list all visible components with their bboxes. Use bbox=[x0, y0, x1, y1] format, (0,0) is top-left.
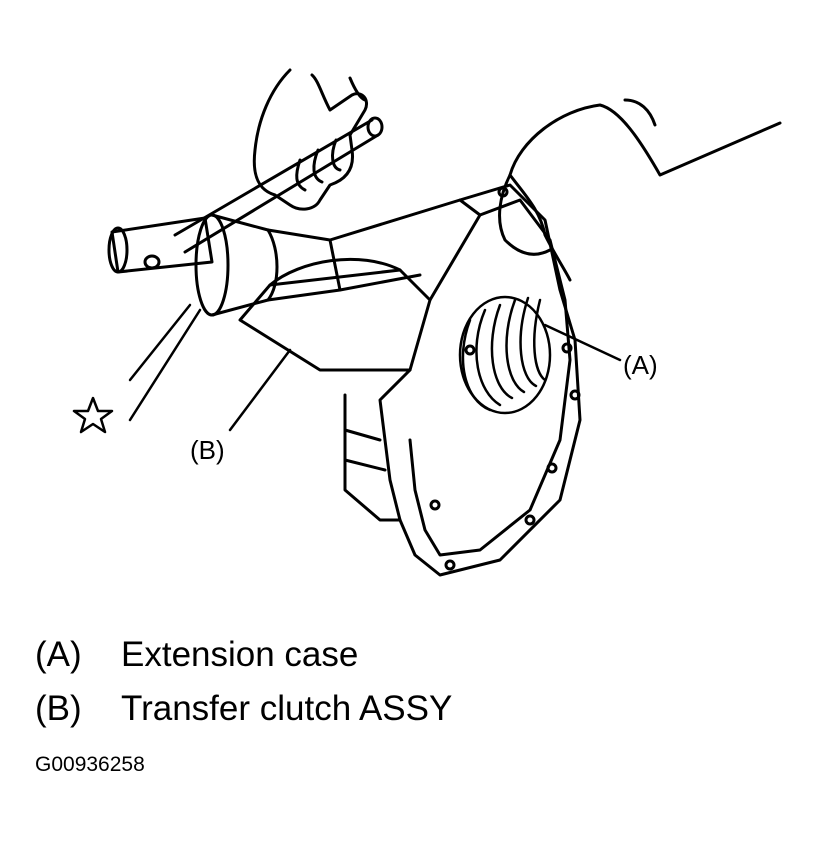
leader-lines bbox=[128, 303, 622, 432]
tool-rod bbox=[107, 116, 384, 274]
callout-label-b: (B) bbox=[190, 435, 225, 465]
right-hand bbox=[498, 98, 782, 282]
collar bbox=[194, 213, 342, 317]
legend-key: (A) bbox=[35, 635, 82, 674]
clutch-plates bbox=[458, 295, 552, 415]
leader-line-b bbox=[228, 348, 292, 432]
leader-line-star-upper bbox=[128, 303, 192, 382]
leader-line-star-lower bbox=[128, 308, 202, 422]
legend-item: (A) Extension case bbox=[35, 637, 452, 691]
legend-key: (B) bbox=[35, 689, 82, 728]
left-hand bbox=[252, 68, 368, 211]
figure-id: G00936258 bbox=[35, 753, 145, 776]
assembly-illustration bbox=[72, 68, 782, 577]
legend-text: Transfer clutch ASSY bbox=[121, 689, 453, 728]
star-outline-icon bbox=[72, 396, 114, 434]
legend-text: Extension case bbox=[121, 635, 359, 674]
legend-item: (B) Transfer clutch ASSY bbox=[35, 691, 452, 745]
callout-label-a: (A) bbox=[623, 350, 658, 380]
legend: (A) Extension case (B) Transfer clutch A… bbox=[35, 637, 452, 745]
leader-line-a bbox=[543, 323, 622, 362]
transfer-clutch-body bbox=[238, 198, 482, 372]
